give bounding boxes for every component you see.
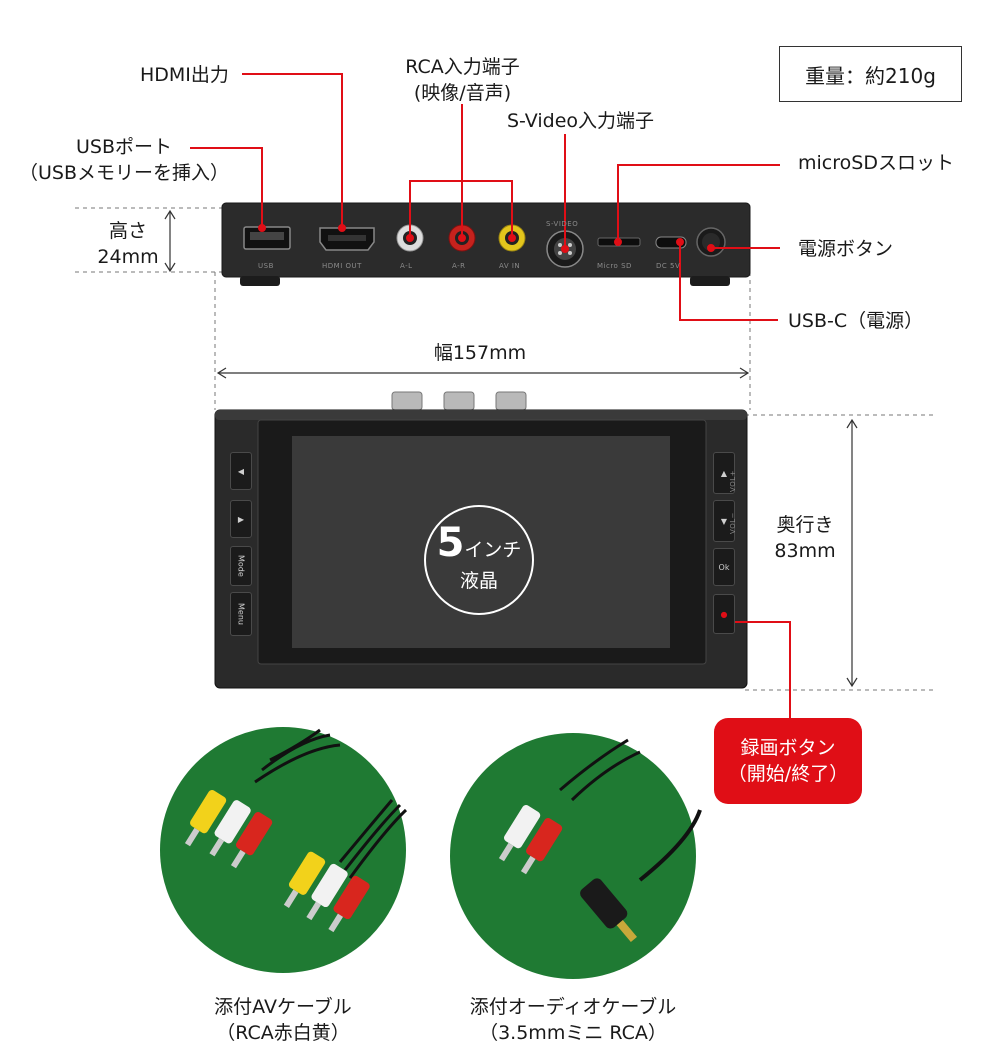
menu-button[interactable]: Menu bbox=[230, 592, 252, 636]
port-label-hdmi: HDMI OUT bbox=[322, 262, 362, 270]
usb-port-label-line1: USBポート bbox=[75, 136, 172, 158]
usb-port-label: USBポート （USBメモリーを挿入） bbox=[0, 134, 248, 186]
rca-input-label: RCA入力端子 (映像/音声) bbox=[390, 54, 535, 106]
volume-up-button[interactable]: ▲ bbox=[713, 452, 735, 494]
microsd-slot-label: microSDスロット bbox=[798, 152, 954, 174]
height-dimension: 高さ 24mm bbox=[88, 218, 168, 270]
audio-cable-caption-line1: 添付オーディオケーブル bbox=[469, 996, 677, 1018]
port-label-al: A-L bbox=[400, 262, 413, 270]
depth-value: 83mm bbox=[774, 540, 836, 562]
callout-lines-top bbox=[190, 73, 780, 321]
left-arrow-button[interactable]: ◀ bbox=[230, 452, 252, 490]
hdmi-port bbox=[319, 227, 375, 251]
vol-up-label: VOL+ bbox=[729, 470, 737, 492]
volume-down-button[interactable]: ▼ bbox=[713, 500, 735, 542]
right-arrow-button[interactable]: ▶ bbox=[230, 500, 252, 538]
port-label-microsd: Micro SD bbox=[597, 262, 632, 270]
height-value: 24mm bbox=[97, 246, 159, 268]
av-cable-illustration bbox=[160, 727, 408, 973]
usbc-power-label: USB-C（電源） bbox=[788, 310, 924, 332]
port-label-ar: A-R bbox=[452, 262, 466, 270]
svideo-input-label: S-Video入力端子 bbox=[507, 110, 655, 132]
av-cable-caption-line1: 添付AVケーブル bbox=[214, 996, 352, 1018]
port-label-dc: DC 5V bbox=[656, 262, 681, 270]
ok-button[interactable]: Ok bbox=[713, 548, 735, 586]
screen-size-unit: インチ bbox=[464, 539, 522, 561]
port-label-svideo: S-VIDEO bbox=[546, 220, 579, 228]
port-label-usb: USB bbox=[258, 262, 274, 270]
screen-type: 液晶 bbox=[459, 570, 498, 592]
screen-size-badge: 5インチ 液晶 bbox=[424, 505, 534, 615]
audio-cable-illustration bbox=[450, 733, 702, 979]
depth-label: 奥行き bbox=[776, 514, 834, 536]
device-back-view bbox=[221, 202, 751, 286]
record-button[interactable]: ● bbox=[713, 594, 735, 634]
av-cable-caption: 添付AVケーブル （RCA赤白黄） bbox=[173, 994, 393, 1046]
av-cable-caption-line2: （RCA赤白黄） bbox=[216, 1022, 350, 1044]
usb-port-label-line2: （USBメモリーを挿入） bbox=[18, 162, 229, 184]
port-label-avin: AV IN bbox=[499, 262, 521, 270]
record-button-label-line2: （開始/終了） bbox=[727, 763, 849, 785]
rca-input-label-line2: (映像/音声) bbox=[413, 82, 512, 104]
mode-button[interactable]: Mode bbox=[230, 546, 252, 586]
depth-dimension: 奥行き 83mm bbox=[765, 512, 845, 564]
usb-port bbox=[243, 226, 291, 250]
height-label: 高さ bbox=[108, 220, 147, 242]
record-button-label-line1: 録画ボタン bbox=[740, 737, 836, 759]
weight-label: 重量：約210g bbox=[779, 46, 962, 102]
screen-size-number: 5 bbox=[436, 520, 465, 566]
audio-cable-caption: 添付オーディオケーブル （3.5mmミニ RCA） bbox=[443, 994, 703, 1046]
vol-down-label: VOL− bbox=[729, 512, 737, 534]
rca-input-label-line1: RCA入力端子 bbox=[405, 56, 520, 78]
dimension-arrows bbox=[164, 209, 858, 688]
hdmi-out-label: HDMI出力 bbox=[140, 64, 229, 86]
audio-cable-caption-line2: （3.5mmミニ RCA） bbox=[479, 1022, 667, 1044]
record-button-label: 録画ボタン （開始/終了） bbox=[714, 718, 862, 804]
power-button-label: 電源ボタン bbox=[798, 238, 894, 260]
dimension-guides bbox=[75, 207, 935, 691]
width-dimension: 幅157mm bbox=[433, 342, 527, 364]
